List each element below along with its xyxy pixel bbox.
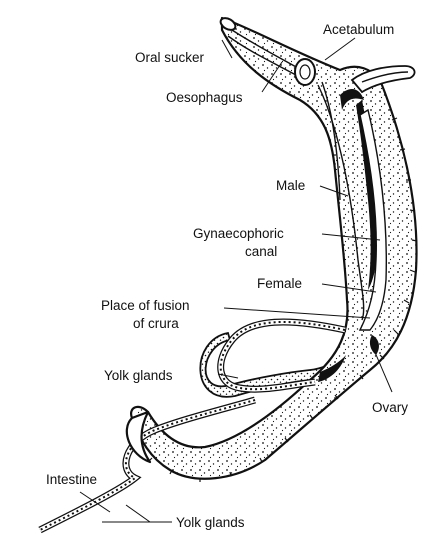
label-gynaecophoric-line2: canal [245,244,277,259]
label-acetabulum: Acetabulum [323,22,394,37]
acetabulum-shape [295,59,315,85]
label-oesophagus: Oesophagus [166,90,243,105]
label-male: Male [276,178,305,193]
label-ovary: Ovary [372,400,408,415]
label-gynaecophoric-line1: Gynaecophoric [193,226,284,241]
label-yolk-glands-upper: Yolk glands [104,368,173,383]
label-intestine: Intestine [46,472,97,487]
label-female: Female [257,276,302,291]
label-yolk-glands-lower: Yolk glands [176,515,245,530]
label-fusion-line2: of crura [133,316,179,331]
label-fusion-line1: Place of fusion [101,298,190,313]
label-oral-sucker: Oral sucker [135,50,205,65]
